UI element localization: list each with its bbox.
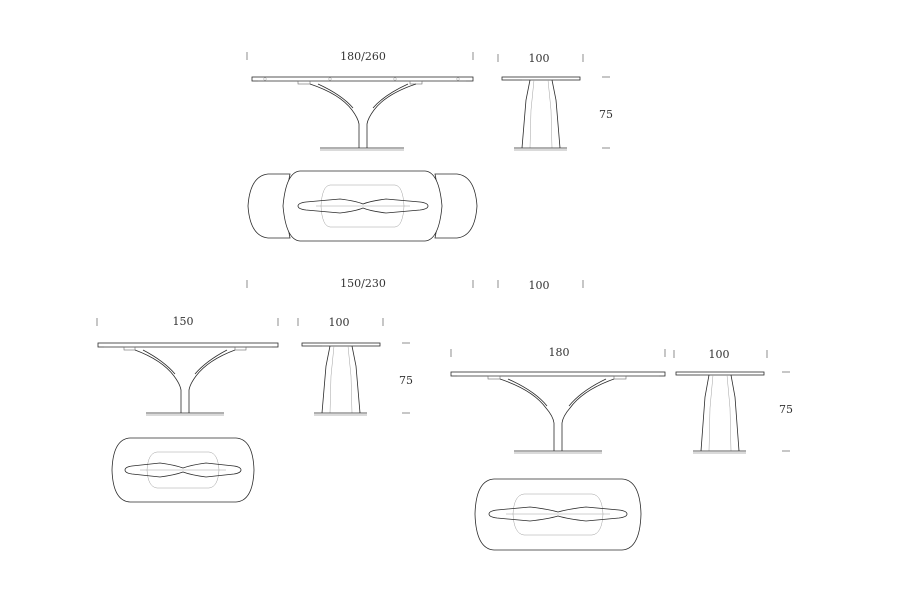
- table-small-side-view: [97, 342, 279, 416]
- table-large-side-view: [251, 76, 474, 151]
- table-medium-group: 180 100 75: [450, 346, 793, 551]
- table-large-group: 180/260 100 75: [246, 50, 613, 242]
- mid-length-dimension: 150/230: [246, 277, 474, 290]
- table-medium-depth-label: 100: [709, 348, 730, 361]
- table-large-depth-label: 100: [529, 52, 550, 65]
- table-large-depth-dimension: 100: [497, 52, 584, 65]
- table-small-depth-dimension: 100: [297, 316, 384, 329]
- table-medium-depth-dimension: 100: [673, 348, 768, 361]
- table-small-height-label: 75: [399, 374, 413, 387]
- table-large-plan-view: [247, 170, 478, 242]
- table-medium-length-label: 180: [549, 346, 570, 359]
- mid-dimension-row: 150/230 100: [246, 277, 584, 292]
- table-small-group: 150 100 75: [96, 315, 413, 503]
- table-medium-height-dimension: 75: [779, 371, 793, 452]
- table-medium-plan-view: [474, 478, 642, 551]
- table-medium-side-view: [450, 371, 666, 454]
- table-small-plan-view: [111, 437, 255, 503]
- table-small-length-dimension: 150: [96, 315, 279, 328]
- table-large-height-dimension: 75: [599, 76, 613, 149]
- table-medium-height-label: 75: [779, 403, 793, 416]
- table-small-depth-label: 100: [329, 316, 350, 329]
- table-medium-front-view: [675, 371, 765, 454]
- mid-length-label: 150/230: [340, 277, 386, 290]
- table-small-front-view: [301, 342, 381, 416]
- mid-depth-label: 100: [529, 279, 550, 292]
- table-large-length-label: 180/260: [340, 50, 386, 63]
- table-large-length-dimension: 180/260: [246, 50, 474, 63]
- table-small-height-dimension: 75: [399, 342, 413, 414]
- table-large-height-label: 75: [599, 108, 613, 121]
- table-medium-length-dimension: 180: [450, 346, 666, 359]
- mid-depth-dimension: 100: [497, 279, 584, 292]
- table-large-front-view: [501, 76, 581, 151]
- table-small-length-label: 150: [173, 315, 194, 328]
